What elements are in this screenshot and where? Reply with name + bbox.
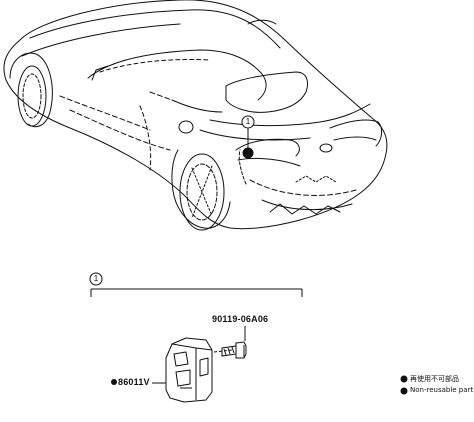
legend-row-en: Non-reusable part [410, 386, 473, 394]
car-callout [241, 115, 255, 159]
car-rear-illustration [3, 0, 388, 231]
legend-row-jp: 再使用不可部品 [410, 374, 459, 384]
part-leaders [152, 326, 246, 384]
group-bracket [89, 272, 303, 297]
part-location-dot [242, 147, 254, 159]
bracket-part-number[interactable]: 86011V [111, 377, 150, 387]
bolt-illustration [213, 341, 247, 359]
car-callout-number: 1 [245, 117, 251, 126]
bolt-part-number[interactable]: 90119-06A06 [212, 314, 269, 324]
legend-markers [400, 375, 408, 395]
legend-text-jp: 再使用不可部品 [410, 375, 459, 383]
group-callout-number: 1 [93, 274, 99, 283]
non-reusable-dot-icon [111, 379, 117, 385]
legend-text-en: Non-reusable part [410, 386, 474, 394]
bracket-part-illustration [165, 337, 213, 403]
bracket-part-number-text: 86011V [118, 377, 150, 387]
